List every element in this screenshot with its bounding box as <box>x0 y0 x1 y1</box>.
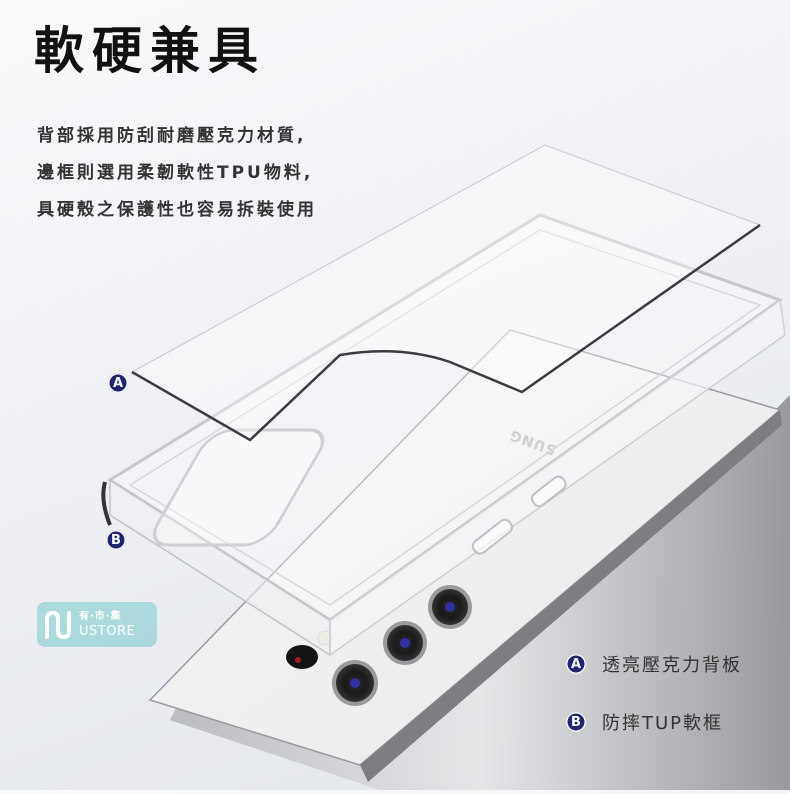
acrylic-plate <box>130 144 762 442</box>
description-line: 具硬殼之保護性也容易拆裝使用 <box>37 200 317 220</box>
legend-marker-b: B <box>566 712 586 732</box>
watermark-en: USTORE <box>79 623 136 639</box>
ustore-logo-icon <box>45 610 71 639</box>
tpu-frame <box>101 213 786 657</box>
legend-marker-a: A <box>566 654 586 674</box>
ustore-watermark: 有·市·集 USTORE <box>37 602 157 647</box>
legend-label-a: 透亮壓克力背板 <box>602 655 742 676</box>
legend-item-b: B 防摔TUP軟框 <box>566 708 742 736</box>
watermark-cn: 有·市·集 <box>79 610 122 622</box>
legend: A 透亮壓克力背板 B 防摔TUP軟框 <box>566 650 742 766</box>
marker-a-badge: A <box>108 373 128 393</box>
legend-item-a: A 透亮壓克力背板 <box>566 650 742 678</box>
legend-label-b: 防摔TUP軟框 <box>602 713 724 734</box>
description-line: 背部採用防刮耐磨壓克力材質, <box>37 126 307 146</box>
marker-b-badge: B <box>106 530 126 550</box>
camera-module <box>286 585 472 706</box>
description-line: 邊框則選用柔韌軟性TPU物料, <box>37 163 314 183</box>
description: 背部採用防刮耐磨壓克力材質, 邊框則選用柔韌軟性TPU物料, 具硬殼之保護性也容… <box>37 118 317 229</box>
page-title: 軟硬兼具 <box>34 21 266 80</box>
